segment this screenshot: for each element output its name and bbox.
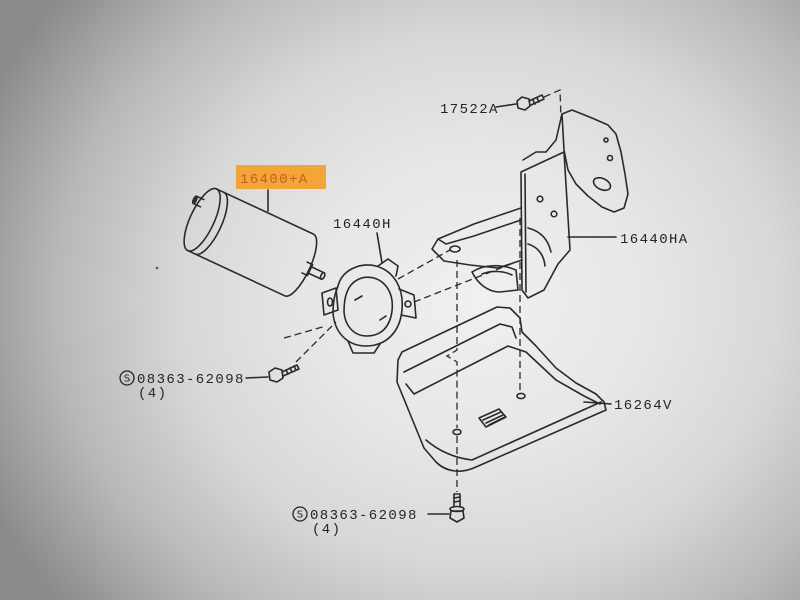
plate-front-lip (425, 401, 602, 461)
bracket-large-hole (592, 176, 612, 192)
filter-top-cap (183, 187, 221, 252)
filter-inlet-end (191, 195, 198, 205)
bottom-bolt (449, 493, 465, 523)
bracket-arm-slot-inner (481, 270, 513, 276)
clamp-right-screw (404, 300, 412, 308)
clamp-right-tab (398, 288, 417, 319)
bracket-vertical-plate (520, 151, 571, 299)
bottom-bolt-quantity: (4) (312, 522, 341, 538)
left-bolt (268, 364, 300, 383)
filter-clamp-bracket (321, 258, 417, 354)
bottom-bolt-number: 08363-62098 (310, 508, 418, 524)
standard-part-symbol (119, 370, 135, 386)
plate-vent-grille (478, 408, 507, 428)
left-bolt-threads (285, 365, 297, 375)
part-number-label-plate: 16264V (614, 398, 673, 414)
bottom-bolt-head (449, 510, 465, 523)
bracket-small-hole (603, 137, 609, 143)
plate-rear-lip (403, 323, 517, 373)
assembly-guide-lines (283, 89, 562, 492)
guide-line-clamp-to-bracket-upper (397, 249, 451, 280)
top-bolt (516, 94, 545, 111)
clamp-ribs (354, 295, 387, 321)
part-number-label-clamp: 16440H (333, 217, 392, 233)
left-bolt-number: 08363-62098 (137, 372, 245, 388)
plate-hole-left (452, 428, 462, 436)
guide-line-bracket-to-plate-left (445, 260, 458, 428)
standard-part-symbol-letter: S (124, 374, 130, 385)
guide-line-clamp-to-bracket-lower (413, 261, 517, 303)
bracket-left-arm (431, 207, 523, 269)
clamp-band-inner (343, 276, 394, 337)
bracket-top-step (522, 113, 563, 161)
guide-line-bolt-to-clamp (295, 321, 337, 363)
top-bolt-head (516, 96, 531, 111)
main-mounting-bracket (431, 109, 629, 299)
filter-body (186, 188, 318, 297)
leader-line-16264v (583, 401, 612, 405)
filter-outlet-pipe (301, 261, 325, 280)
bracket-upper-hook (561, 109, 629, 213)
top-bolt-shank (528, 94, 545, 106)
standard-part-symbol-letter: S (297, 510, 303, 521)
part-number-label-bracket: 16440HA (620, 232, 689, 248)
leader-line-left-bolt (245, 376, 269, 379)
filter-cap-rim (194, 191, 229, 256)
leader-lines (245, 103, 617, 515)
bottom-bolt-threads (453, 496, 461, 503)
bracket-small-hole (606, 154, 614, 162)
part-number-label-left-bolt: S 08363-62098 (4) (119, 370, 245, 402)
plate-hole-right (516, 392, 526, 400)
reference-dot (155, 266, 159, 270)
part-number-label-bottom-bolt: S 08363-62098 (4) (292, 506, 418, 538)
part-highlight-box (236, 165, 326, 189)
plate-outline (396, 306, 607, 472)
guide-line-bolt-to-clamp-secondary (283, 325, 327, 339)
bracket-plate-hole (536, 195, 544, 203)
bracket-plate-hole (550, 210, 558, 218)
bracket-arm-edge (437, 219, 522, 245)
leader-line-17522a (495, 103, 517, 108)
bracket-plate-edge (524, 173, 527, 293)
standard-part-symbol (292, 506, 308, 522)
top-bolt-threads (532, 97, 540, 105)
part-number-label-filter: 16400+A (240, 172, 309, 188)
clamp-left-tab-hole (326, 297, 334, 307)
clamp-top-lug (377, 258, 399, 277)
filter-outlet-end (319, 271, 326, 281)
leader-line-16440h (376, 232, 383, 264)
clamp-band-outer (332, 264, 403, 347)
fuel-filter (183, 187, 326, 297)
plate-floor-edge (405, 345, 601, 405)
bracket-arm-slot (471, 264, 519, 293)
clamp-left-tab (321, 287, 339, 316)
guide-line-top-bolt (543, 89, 562, 121)
left-bolt-head (268, 367, 284, 383)
part-number-label-top-bolt: 17522A (440, 102, 499, 118)
bracket-arm-hole (449, 245, 461, 253)
clamp-bottom-flange (347, 340, 381, 354)
mounting-plate (396, 306, 607, 472)
left-bolt-quantity: (4) (138, 386, 167, 402)
bracket-slot-curves (527, 227, 552, 267)
filter-inlet-nub (192, 195, 205, 208)
